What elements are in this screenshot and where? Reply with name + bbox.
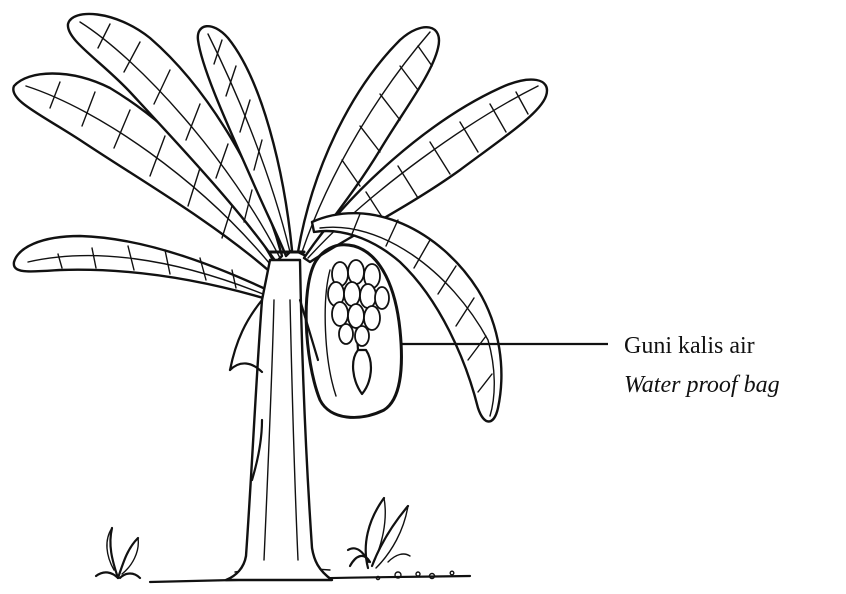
left-sapling	[96, 528, 140, 578]
right-sapling	[348, 498, 410, 568]
banana-trunk	[226, 252, 332, 580]
label-secondary: Water proof bag	[624, 372, 780, 398]
label-primary: Guni kalis air	[624, 333, 755, 359]
banana-bunch	[328, 260, 389, 394]
leaf-left-low	[14, 236, 272, 300]
